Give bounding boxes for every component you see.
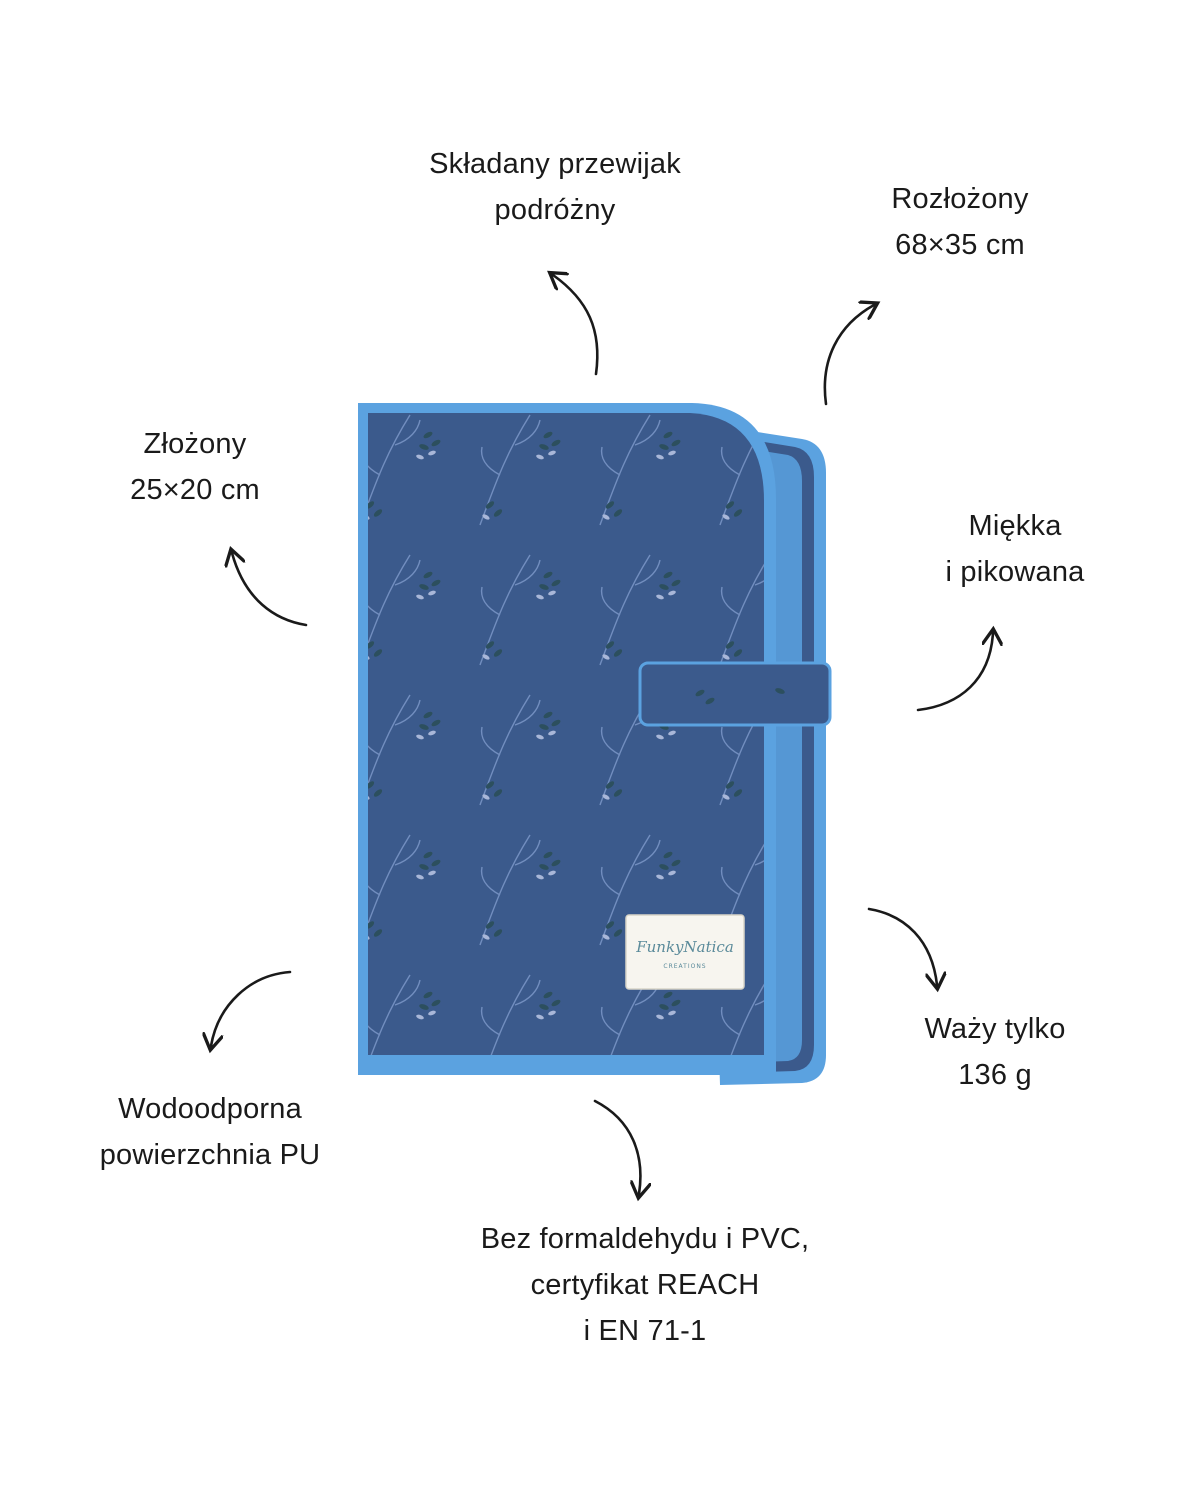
arrow-folded-icon — [232, 553, 308, 627]
arrow-weight-icon — [867, 907, 937, 985]
label-waterproof-line2: powierzchnia PU — [99, 1139, 321, 1171]
arrow-soft-icon — [916, 633, 993, 712]
label-certified-line1: Bez formaldehydu i PVC, — [480, 1223, 810, 1255]
label-foldable-line1: Składany przewijak — [429, 148, 681, 180]
label-foldable-line2: podróżny — [494, 194, 616, 226]
label-foldable: Składany przewijak podróżny — [405, 141, 705, 233]
brand-label-text: FunkyNatica — [635, 938, 734, 956]
arrow-unfolded-icon — [823, 305, 874, 406]
brand-label-subtext: CREATIONS — [663, 963, 706, 970]
label-weight-line1: Waży tylko — [924, 1013, 1066, 1045]
label-folded-line2: 25×20 cm — [130, 474, 260, 506]
label-folded-line1: Złożony — [143, 428, 247, 460]
label-certified: Bez formaldehydu i PVC, certyfikat REACH… — [440, 1216, 850, 1354]
label-certified-line2: certyfikat REACH — [530, 1269, 760, 1301]
label-soft: Miękka i pikowana — [915, 503, 1115, 595]
label-folded: Złożony 25×20 cm — [95, 421, 295, 513]
label-soft-line1: Miękka — [968, 510, 1062, 542]
changing-mat-image: FunkyNatica CREATIONS — [358, 403, 832, 1085]
arrow-waterproof-icon — [211, 970, 292, 1046]
label-weight: Waży tylko 136 g — [895, 1006, 1095, 1098]
label-unfolded-line1: Rozłożony — [891, 183, 1029, 215]
brand-label-tag — [625, 914, 745, 990]
label-certified-line3: i EN 71-1 — [583, 1315, 707, 1347]
label-waterproof: Wodoodporna powierzchnia PU — [65, 1086, 355, 1178]
label-waterproof-line1: Wodoodporna — [118, 1093, 302, 1125]
label-unfolded: Rozłożony 68×35 cm — [860, 176, 1060, 268]
arrow-foldable-icon — [553, 275, 599, 376]
label-soft-line2: i pikowana — [945, 556, 1085, 588]
mat-strap — [638, 661, 832, 727]
arrow-certified-icon — [593, 1099, 640, 1194]
label-weight-line2: 136 g — [958, 1059, 1032, 1091]
label-unfolded-line2: 68×35 cm — [895, 229, 1025, 261]
